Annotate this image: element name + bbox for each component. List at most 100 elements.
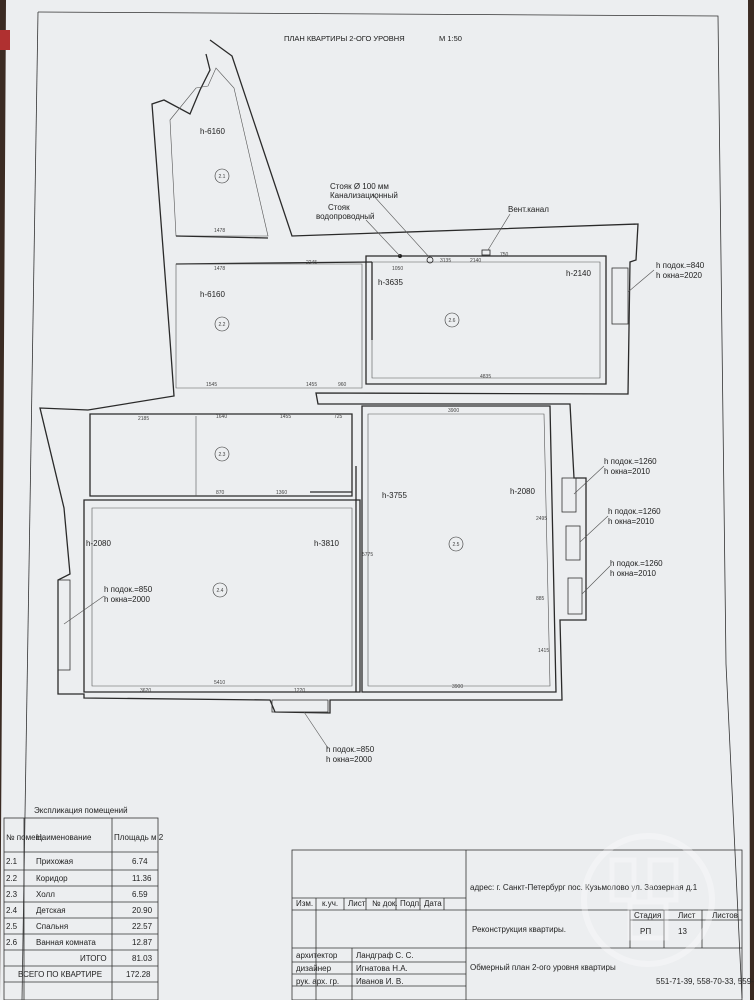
dim-label: 960	[338, 382, 347, 388]
row-num: 2.6	[6, 938, 18, 947]
row-name: Детская	[36, 906, 66, 915]
sewer-riser-label-1: Стояк Ø 100 мм	[330, 182, 389, 191]
drawing-frame	[37, 11, 743, 999]
ceiling-mark-3: h-3755	[382, 491, 407, 500]
phones: 551-71-39, 558-70-33, 559-71-26	[656, 977, 754, 986]
dim-label: 1478	[214, 266, 225, 272]
row-area: 6.59	[132, 890, 148, 899]
window-note-3-win: h окна=2010	[608, 517, 655, 526]
grand-total-label: ВСЕГО ПО КВАРТИРЕ	[18, 970, 102, 979]
room-2-4-outline	[83, 499, 361, 693]
window-note-2-sill: h подок.=1260	[604, 457, 657, 466]
role-lead: рук. арх. гр.	[296, 977, 339, 986]
room-markers: 2.1 2.2 2.3 2.4 2.5 2.6	[212, 168, 464, 598]
window-note-4-sill: h подок.=1260	[610, 559, 663, 568]
dim-label: 725	[334, 414, 343, 420]
dim-label: 885	[536, 596, 545, 602]
row-name: Прихожая	[36, 857, 73, 866]
row-area: 20.90	[132, 906, 153, 915]
dim-label: 1220	[294, 688, 305, 694]
role-designer: дизайнер	[296, 964, 332, 973]
leader-win-3	[579, 515, 609, 543]
stamp-header-4: № док.	[372, 899, 398, 908]
leader-win-6	[303, 711, 329, 749]
row-num: 2.2	[6, 874, 18, 883]
dim-label: 2495	[536, 516, 547, 522]
dim-label: 2140	[470, 258, 481, 264]
window-2-5-c	[567, 577, 583, 615]
dim-label: 1455	[306, 382, 317, 388]
sheet-title: Обмерный план 2-ого уровня квартиры	[470, 963, 616, 972]
dim-label: 3900	[452, 684, 463, 690]
sheet-number: 13	[678, 927, 687, 936]
plan-title: ПЛАН КВАРТИРЫ 2-ОГО УРОВНЯ	[284, 34, 405, 43]
window-note-6-sill: h подок.=850	[326, 745, 375, 754]
row-num: 2.4	[6, 906, 18, 915]
title-block: адрес: г. Санкт-Петербург пос. Кузьмолов…	[291, 849, 754, 1000]
room-2-5-inner	[367, 413, 551, 687]
leader-vent	[487, 213, 511, 251]
stamp-header-3: Лист	[348, 899, 366, 908]
dim-label: 4835	[480, 374, 491, 380]
dimension-labels: 1478 1478 2245 3135 1050 2140 750 4835 1…	[138, 228, 549, 694]
explication-title: Экспликация помещений	[34, 806, 128, 815]
water-riser-label-1: Стояк	[328, 203, 350, 212]
leader-win-2	[573, 465, 605, 495]
dim-label: 1640	[216, 414, 227, 420]
row-area: 6.74	[132, 857, 148, 866]
dim-label: 3620	[140, 688, 151, 694]
room-num-2-4: 2.4	[217, 588, 224, 594]
col-area-header: Площадь м 2	[114, 833, 164, 842]
person-lead: Иванов И. В.	[356, 977, 403, 986]
person-architect: Ландграф С. С.	[356, 951, 414, 960]
total-label: ИТОГО	[80, 954, 107, 963]
person-designer: Игнатова Н.А.	[356, 964, 408, 973]
room-2-2-outline	[175, 263, 363, 389]
vent-label: Вент.канал	[508, 205, 549, 214]
col-name-header: Наименование	[36, 833, 92, 842]
room-2-5-outline	[361, 405, 557, 693]
stamp-header-2: к.уч.	[322, 899, 338, 908]
leader-win-1	[627, 269, 655, 293]
dim-label: 2245	[306, 260, 317, 266]
total-value: 81.03	[132, 954, 153, 963]
row-area: 22.57	[132, 922, 153, 931]
sewer-riser-icon	[426, 256, 434, 264]
room-num-2-6: 2.6	[449, 318, 456, 324]
explication-table: Экспликация помещений № помещ. Наименова…	[3, 806, 164, 1000]
window-note-6-win: h окна=2000	[326, 755, 373, 764]
dim-label: 1050	[392, 266, 403, 272]
project-name: Реконструкция квартиры.	[472, 925, 566, 934]
row-name: Холл	[36, 890, 55, 899]
leader-water	[365, 219, 401, 257]
row-num: 2.5	[6, 922, 18, 931]
leader-sewer	[371, 193, 431, 259]
plan-scale: М 1:50	[439, 34, 462, 43]
ceiling-mark-1: h-3635	[378, 278, 403, 287]
window-note-3-sill: h подок.=1260	[608, 507, 661, 516]
sewer-riser-label-2: Канализационный	[330, 191, 398, 200]
window-2-4-bottom	[271, 699, 329, 713]
ceiling-mark-2: h-3810	[314, 539, 339, 548]
grand-total-value: 172.28	[126, 970, 151, 979]
dim-label: 870	[216, 490, 225, 496]
height-2-6: h-2140	[566, 269, 591, 278]
window-notes: h подок.=840 h окна=2020 h подок.=1260 h…	[104, 261, 705, 764]
wall-2-1-bottom	[175, 235, 269, 239]
stage-header: Стадия	[634, 911, 661, 920]
height-2-2: h-6160	[200, 290, 225, 299]
window-2-4-left	[57, 579, 71, 671]
window-note-1-sill: h подок.=840	[656, 261, 705, 270]
row-area: 12.87	[132, 938, 153, 947]
stamp-header-5: Подп.	[400, 899, 421, 908]
room-2-4-inner	[91, 507, 353, 687]
window-note-5-sill: h подок.=850	[104, 585, 153, 594]
col-num-header: № помещ.	[6, 833, 44, 842]
row-name: Коридор	[36, 874, 68, 883]
dim-label: 1360	[276, 490, 287, 496]
window-note-1-win: h окна=2020	[656, 271, 703, 280]
row-num: 2.3	[6, 890, 18, 899]
height-marks: h-6160 h-6160 h-2080 h-2080 h-2140 h-363…	[86, 127, 591, 548]
